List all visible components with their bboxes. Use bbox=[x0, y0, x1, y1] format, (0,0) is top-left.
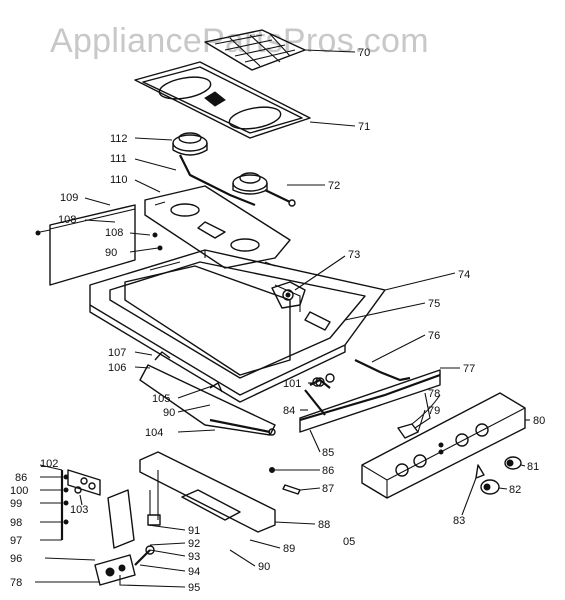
callout-105: 105 bbox=[152, 393, 170, 405]
callout-90-top: 90 bbox=[105, 247, 117, 259]
cooktop-pan bbox=[89, 249, 386, 403]
spark-electrode-assembly bbox=[60, 469, 101, 540]
callout-101: 101 bbox=[283, 378, 301, 390]
callout-95: 95 bbox=[188, 582, 200, 594]
callout-77: 77 bbox=[463, 363, 475, 375]
callout-97: 97 bbox=[10, 535, 22, 547]
callout-88: 88 bbox=[318, 519, 330, 531]
callout-73: 73 bbox=[348, 249, 360, 261]
watermark: AppliancePartsPros.com bbox=[50, 22, 429, 60]
pressure-regulator bbox=[94, 489, 155, 586]
leader-lines bbox=[35, 49, 530, 588]
burner-72 bbox=[232, 172, 296, 207]
gas-valve-73 bbox=[271, 281, 306, 309]
burner-112 bbox=[172, 132, 256, 207]
callout-107: 107 bbox=[108, 347, 126, 359]
callout-90-middle: 90 bbox=[163, 407, 175, 419]
control-panel bbox=[361, 392, 526, 499]
callout-91: 91 bbox=[188, 525, 200, 537]
callout-96: 96 bbox=[10, 553, 22, 565]
callout-78-left: 78 bbox=[10, 577, 22, 589]
manifold-pipe bbox=[299, 359, 441, 433]
side-panel bbox=[35, 204, 163, 286]
callout-98: 98 bbox=[10, 517, 22, 529]
callout-86-right: 86 bbox=[322, 465, 334, 477]
callout-86-left: 86 bbox=[15, 472, 27, 484]
callout-labels: 70 71 112 111 110 72 109 108 108 90 73 7… bbox=[10, 47, 545, 594]
callout-80: 80 bbox=[533, 415, 545, 427]
callout-108-center: 108 bbox=[105, 227, 123, 239]
fasteners bbox=[269, 467, 301, 495]
callout-112: 112 bbox=[110, 133, 128, 145]
callout-85: 85 bbox=[322, 447, 334, 459]
callout-103: 103 bbox=[70, 504, 88, 516]
diagram-code: 05 bbox=[343, 536, 355, 548]
callout-75: 75 bbox=[428, 298, 440, 310]
callout-71: 71 bbox=[358, 121, 370, 133]
callout-81: 81 bbox=[527, 461, 539, 473]
callout-74: 74 bbox=[458, 269, 470, 281]
knobs bbox=[475, 456, 522, 495]
callout-84: 84 bbox=[283, 405, 295, 417]
callout-70: 70 bbox=[358, 47, 370, 59]
callout-79: 79 bbox=[428, 405, 440, 417]
callout-89: 89 bbox=[283, 543, 295, 555]
callout-93: 93 bbox=[188, 551, 200, 563]
callout-102: 102 bbox=[40, 458, 58, 470]
burner-box bbox=[144, 185, 291, 269]
callout-83: 83 bbox=[453, 515, 465, 527]
callout-106: 106 bbox=[108, 362, 126, 374]
callout-104: 104 bbox=[145, 427, 163, 439]
callout-92: 92 bbox=[188, 538, 200, 550]
callout-82: 82 bbox=[509, 484, 521, 496]
callout-110: 110 bbox=[110, 174, 128, 186]
callout-94: 94 bbox=[188, 566, 200, 578]
callout-87: 87 bbox=[322, 483, 334, 495]
bracket-88 bbox=[139, 451, 276, 533]
callout-99: 99 bbox=[10, 498, 22, 510]
callout-78-right: 78 bbox=[428, 388, 440, 400]
callout-76: 76 bbox=[428, 330, 440, 342]
callout-72: 72 bbox=[328, 180, 340, 192]
drip-tray bbox=[134, 61, 311, 139]
callout-100: 100 bbox=[10, 485, 28, 497]
callout-90-bottom: 90 bbox=[258, 561, 270, 573]
callout-108-left: 108 bbox=[58, 214, 76, 226]
callout-109: 109 bbox=[60, 192, 78, 204]
callout-111: 111 bbox=[110, 153, 127, 165]
